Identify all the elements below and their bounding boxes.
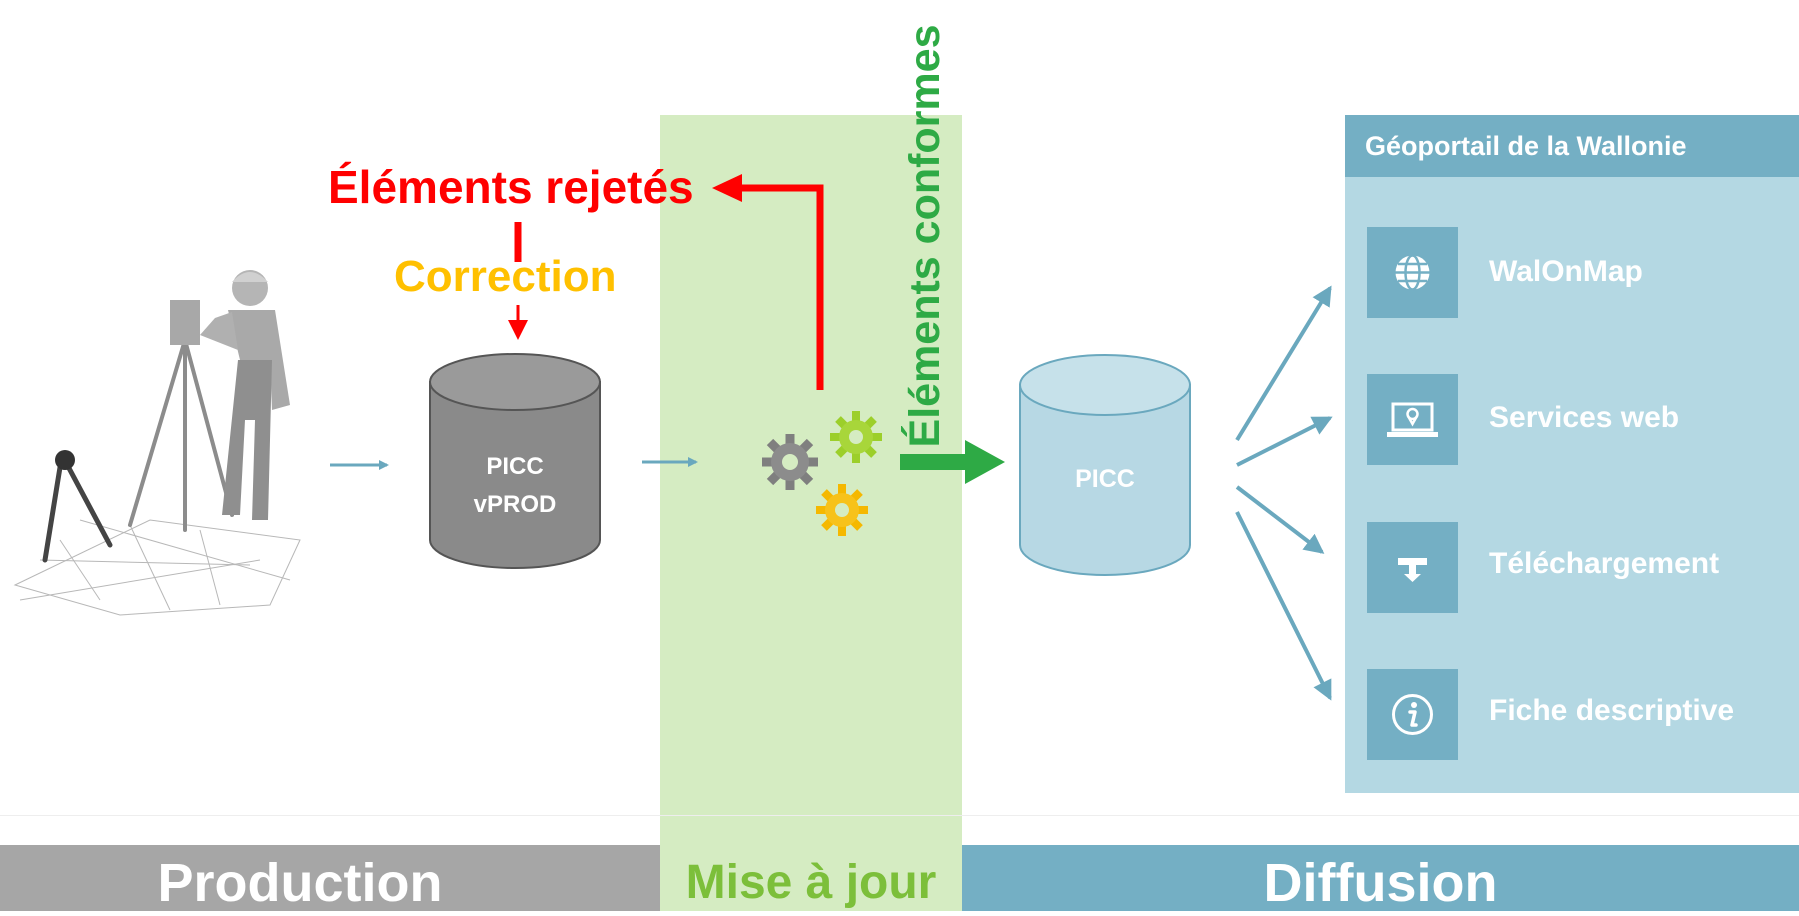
telechargement-label[interactable]: Téléchargement	[1489, 547, 1720, 580]
picc-vprod-line2: vPROD	[473, 491, 557, 518]
production-band	[0, 845, 660, 911]
walonmap-label[interactable]: WalOnMap	[1489, 255, 1643, 288]
fiche-descriptive-tile[interactable]	[1367, 669, 1458, 760]
geoportail-title: Géoportail de la Wallonie	[1365, 131, 1687, 161]
picc-vprod-label: PICC vPROD	[430, 448, 600, 524]
laptop-pin-icon	[1387, 402, 1438, 437]
picc-vprod-line1: PICC	[486, 453, 544, 480]
services-web-tile[interactable]	[1367, 374, 1458, 465]
download-icon	[1398, 558, 1427, 582]
production-label: Production	[157, 853, 443, 913]
telechargement-tile[interactable]	[1367, 522, 1458, 613]
picc-label: PICC	[1075, 465, 1135, 493]
info-icon	[1392, 694, 1433, 735]
surveyor-illustration	[13, 270, 301, 616]
services-web-label[interactable]: Services web	[1489, 401, 1680, 434]
picc-database	[1019, 354, 1191, 576]
diffusion-band	[962, 845, 1799, 911]
rejected-label: Éléments rejetés	[328, 161, 694, 213]
conformes-arrow	[900, 440, 1005, 484]
mise-a-jour-label: Mise à jour	[685, 856, 937, 909]
globe-icon	[1395, 254, 1430, 291]
diffusion-label: Diffusion	[1263, 853, 1498, 913]
mise-a-jour-band	[660, 115, 962, 911]
gears-icon	[762, 411, 882, 536]
conformes-label: Éléments conformes	[901, 24, 949, 448]
fiche-descriptive-label[interactable]: Fiche descriptive	[1489, 694, 1735, 727]
rejected-arrow	[712, 174, 824, 390]
correction-label: Correction	[394, 252, 617, 301]
geoportail-header	[1345, 115, 1799, 177]
correction-arrow	[508, 222, 528, 340]
diffusion-arrows	[1235, 285, 1333, 701]
picc-vprod-database	[429, 353, 601, 569]
walonmap-tile[interactable]	[1367, 227, 1458, 318]
divider	[0, 815, 1799, 816]
